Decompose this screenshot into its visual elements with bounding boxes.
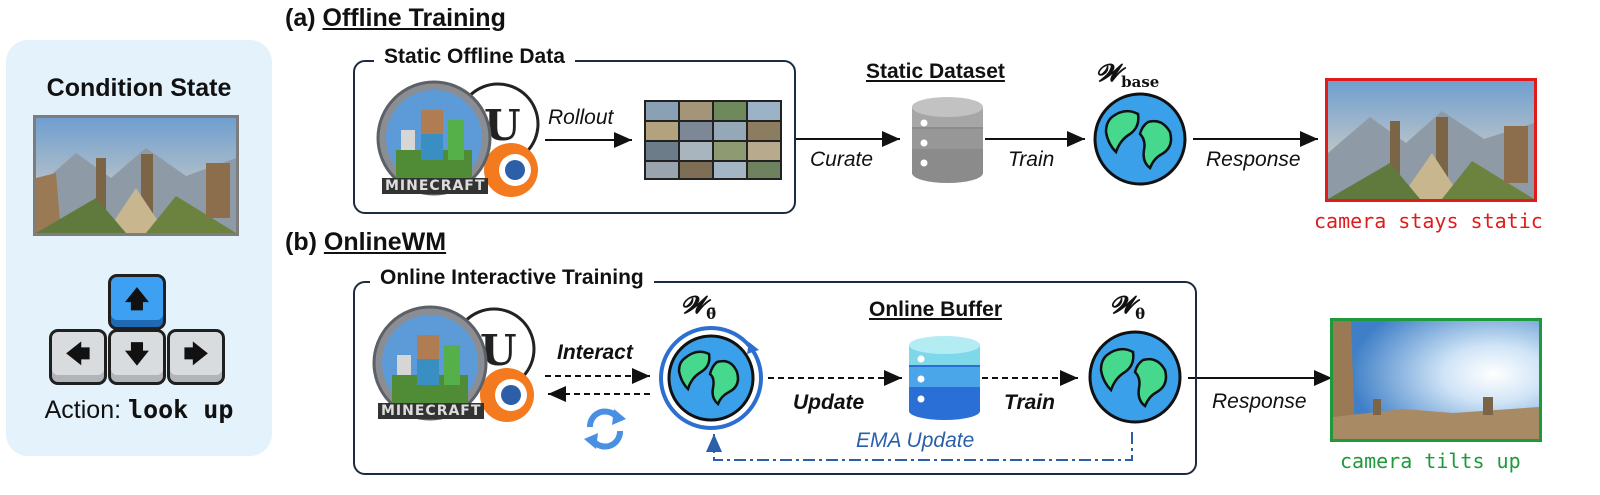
train-label-offline: Train	[1008, 148, 1055, 171]
right-arrow-key: 🡆	[167, 329, 225, 385]
game-engines-logo-offline: U MINECRAFT	[376, 80, 551, 205]
w-theta-subscript: θ	[1135, 304, 1146, 323]
ema-update-label: EMA Update	[856, 429, 975, 452]
offline-response-image	[1325, 78, 1537, 202]
action-value: look up	[128, 395, 234, 424]
up-arrow-icon: 🡅	[124, 285, 150, 313]
w-theta-symbol: 𝓦θ	[1110, 290, 1145, 323]
offline-result-caption: camera stays static	[1314, 209, 1543, 233]
refresh-cycle-icon	[580, 405, 630, 458]
update-label: Update	[793, 391, 865, 414]
train-label-online: Train	[1004, 391, 1055, 414]
w-theta-bar-letter: 𝓦	[681, 290, 707, 319]
online-title: OnlineWM	[323, 228, 447, 256]
response-label-online: Response	[1212, 390, 1307, 413]
offline-prefix: (a)	[285, 4, 316, 32]
offline-title: Offline Training	[322, 4, 506, 32]
left-arrow-icon: 🡄	[65, 340, 91, 368]
w-base-letter: 𝓦	[1096, 58, 1122, 87]
offline-section-title: (a) Offline Training	[285, 4, 506, 33]
w-base-subscript: base	[1121, 72, 1160, 91]
interact-label: Interact	[557, 341, 633, 364]
action-label: Action: look up	[6, 395, 272, 425]
condition-image	[33, 115, 239, 236]
condition-panel	[6, 40, 272, 456]
static-dataset-database-icon	[910, 95, 985, 188]
minecraft-wordmark-offline: MINECRAFT	[382, 178, 489, 194]
online-prefix: (b)	[285, 228, 317, 256]
down-arrow-key: 🡇	[108, 329, 166, 385]
online-response-image	[1330, 318, 1542, 442]
online-interactive-training-box	[353, 281, 1197, 475]
world-model-globe-icon	[1090, 92, 1190, 191]
left-arrow-key: 🡄	[49, 329, 107, 385]
up-arrow-key: 🡅	[108, 274, 166, 330]
game-engines-logo-online: U MINECRAFT	[372, 305, 547, 430]
w-theta-bar-subscript: θ̄	[706, 304, 717, 323]
online-buffer-database-icon	[907, 335, 982, 426]
condition-state-title: Condition State	[46, 74, 232, 102]
minecraft-wordmark-online: MINECRAFT	[378, 403, 485, 419]
rollout-label: Rollout	[548, 106, 614, 129]
rollout-image-grid	[644, 100, 782, 180]
online-world-model-globe-icon	[1085, 330, 1185, 429]
down-arrow-icon: 🡇	[124, 340, 150, 368]
online-buffer-title: Online Buffer	[869, 298, 1003, 321]
action-prefix: Action:	[44, 396, 122, 424]
curate-label: Curate	[810, 148, 874, 171]
w-base-symbol: 𝓦base	[1096, 58, 1159, 91]
online-result-caption: camera tilts up	[1340, 449, 1521, 473]
static-dataset-title: Static Dataset	[866, 60, 1005, 83]
static-offline-data-label: Static Offline Data	[374, 45, 575, 69]
online-interactive-training-label: Online Interactive Training	[370, 266, 654, 290]
w-theta-bar-symbol: 𝓦θ̄	[681, 290, 716, 323]
ema-world-model-globe-icon	[655, 326, 767, 435]
right-arrow-icon: 🡆	[183, 340, 209, 368]
response-label-offline: Response	[1206, 148, 1301, 171]
w-theta-letter: 𝓦	[1110, 290, 1136, 319]
online-section-title: (b) OnlineWM	[285, 228, 446, 257]
